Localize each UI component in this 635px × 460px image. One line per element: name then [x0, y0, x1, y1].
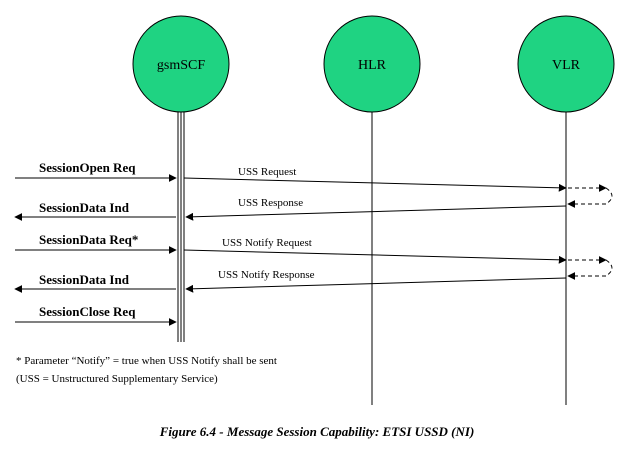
uss-request-loop — [605, 187, 613, 205]
uss-notify-request-arrow — [183, 249, 567, 264]
uss-response-label: USS Response — [238, 197, 303, 209]
session-open-req-label: SessionOpen Req — [39, 160, 136, 175]
gsmscf-circle — [132, 15, 230, 113]
session-close-req-label: SessionClose Req — [39, 304, 136, 319]
node-vlr: VLR — [517, 15, 615, 113]
node-gsmscf: gsmSCF — [132, 15, 230, 113]
figure-caption: Figure 6.4 - Message Session Capability:… — [159, 424, 475, 439]
uss-request-label: USS Request — [238, 166, 296, 178]
session-data-ind-2-label: SessionData Ind — [39, 272, 130, 287]
left-primitives: SessionOpen Req SessionData Ind SessionD… — [14, 160, 177, 326]
uss-response-arrow — [185, 205, 567, 221]
note-line-1: * Parameter “Notify” = true when USS Not… — [16, 355, 277, 367]
vlr-circle — [517, 15, 615, 113]
gsmscf-label: gsmSCF — [157, 58, 205, 73]
uss-notify-request-label: USS Notify Request — [222, 237, 312, 249]
node-hlr: HLR — [323, 15, 421, 113]
session-data-ind-1-label: SessionData Ind — [39, 200, 130, 215]
note-line-2: (USS = Unstructured Supplementary Servic… — [16, 373, 218, 385]
uss-request-arrow — [183, 177, 567, 192]
uss-flows: USS Request USS Response USS Notify Requ… — [183, 166, 613, 293]
session-data-req-label: SessionData Req* — [39, 232, 138, 247]
uss-notify-response-label: USS Notify Response — [218, 269, 315, 281]
vlr-label: VLR — [552, 58, 581, 73]
uss-notify-request-loop — [605, 259, 613, 277]
hlr-label: HLR — [358, 58, 387, 73]
hlr-circle — [323, 15, 421, 113]
uss-notify-response-arrow — [185, 277, 567, 293]
